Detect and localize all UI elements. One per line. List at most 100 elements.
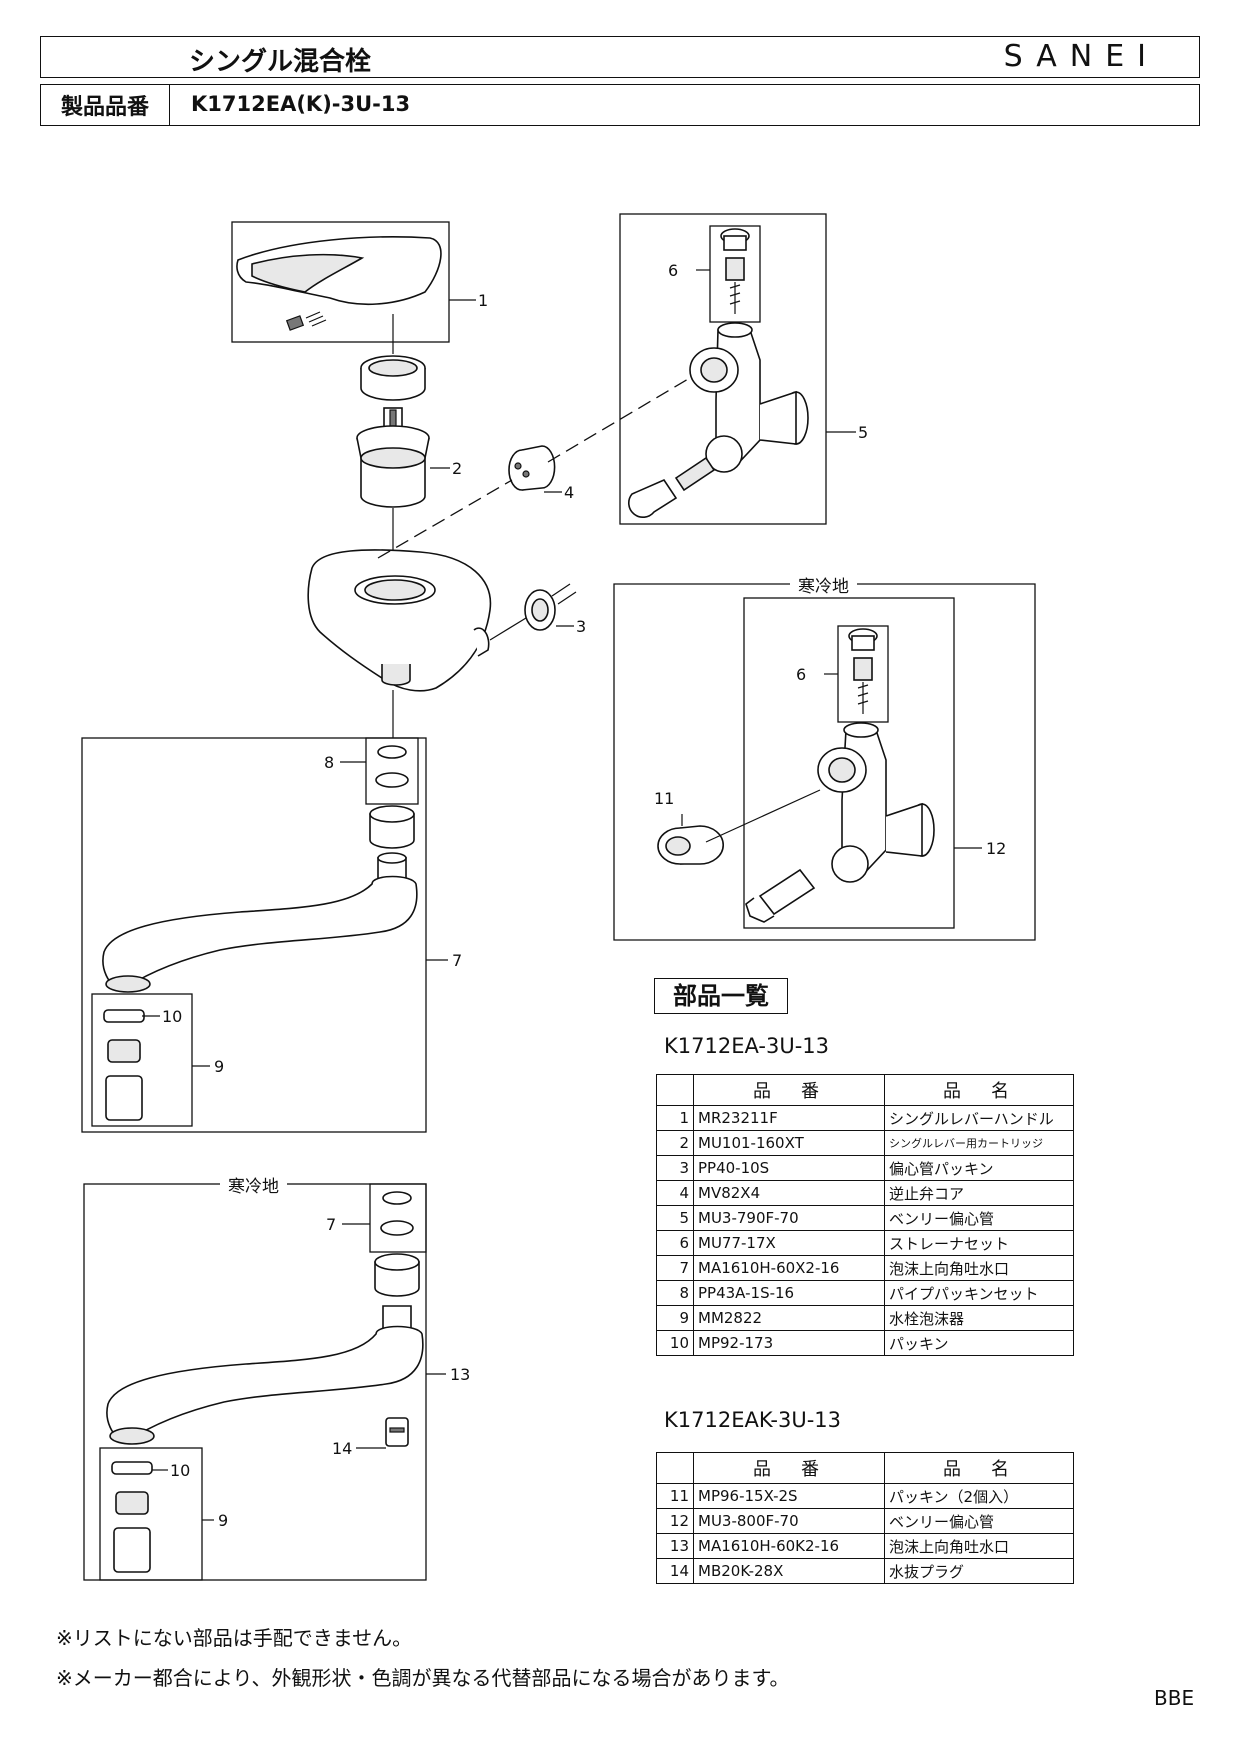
part-index: 11 <box>656 1483 694 1509</box>
header-part-number: 品 番 <box>693 1074 885 1106</box>
table-2-caption: K1712EAK-3U-13 <box>664 1408 842 1432</box>
part-number: MM2822 <box>693 1305 885 1331</box>
cold-aerator <box>111 1461 153 1573</box>
part-number: MU77-17X <box>693 1230 885 1256</box>
header-no <box>656 1074 694 1106</box>
eccentric-packing <box>524 589 556 631</box>
part-name: 泡沫上向角吐水口 <box>884 1255 1074 1281</box>
header-part-name: 品 名 <box>884 1074 1074 1106</box>
eccentric-pipe-box <box>619 213 827 525</box>
part-name: シングルレバー用カートリッジ <box>884 1130 1074 1156</box>
cold-strainer-set <box>848 628 878 714</box>
faucet-body <box>307 549 492 692</box>
eccentric-pipe <box>628 322 809 518</box>
part-index: 14 <box>656 1558 694 1584</box>
strainer-set <box>720 228 750 314</box>
cold-region-label-right: 寒冷地 <box>790 572 857 597</box>
part-name: ベンリー偏心管 <box>884 1508 1074 1534</box>
aerator-box <box>91 993 193 1127</box>
cold-spout <box>106 1191 424 1447</box>
parts-list-heading: 部品一覧 <box>654 978 788 1014</box>
pipe-packing-box <box>365 737 419 805</box>
header-part-number: 品 番 <box>693 1452 885 1484</box>
part-name: ストレーナセット <box>884 1230 1074 1256</box>
callout-10-cold: 10 <box>170 1461 190 1480</box>
callout-7: 7 <box>452 951 462 970</box>
callout-10: 10 <box>162 1007 182 1026</box>
part-name: シングルレバーハンドル <box>884 1105 1074 1131</box>
cap-ring <box>360 355 426 401</box>
cold-eccentric-box <box>743 597 955 929</box>
part-number: MA1610H-60K2-16 <box>693 1533 885 1559</box>
callout-8: 8 <box>324 753 334 772</box>
callout-5: 5 <box>858 423 868 442</box>
cold-eccentric-pipe <box>745 722 935 923</box>
aerator <box>103 1009 145 1121</box>
part-index: 5 <box>656 1205 694 1231</box>
part-number: MU3-790F-70 <box>693 1205 885 1231</box>
spout-box <box>81 737 427 1133</box>
cold-packing <box>657 825 724 865</box>
model-number: K1712EA(K)-3U-13 <box>191 92 411 116</box>
part-name: ベンリー偏心管 <box>884 1205 1074 1231</box>
callout-7-cold: 7 <box>326 1215 336 1234</box>
spout <box>102 745 418 993</box>
part-name: 水栓泡沫器 <box>884 1305 1074 1331</box>
product-title: シングル混合栓 <box>189 47 372 77</box>
part-name: 泡沫上向角吐水口 <box>884 1533 1074 1559</box>
part-index: 8 <box>656 1280 694 1306</box>
part-index: 9 <box>656 1305 694 1331</box>
table-header-row: 品 番 品 名 <box>656 1074 1074 1106</box>
brand-logo: SANEI <box>1003 39 1159 74</box>
part-number: MR23211F <box>693 1105 885 1131</box>
callout-14: 14 <box>332 1439 352 1458</box>
part-index: 2 <box>656 1130 694 1156</box>
strainer-box <box>709 225 761 323</box>
cold-aerator-box <box>99 1447 203 1581</box>
part-index: 13 <box>656 1533 694 1559</box>
callout-4: 4 <box>564 483 574 502</box>
part-name: 逆止弁コア <box>884 1180 1074 1206</box>
part-number: MP92-173 <box>693 1330 885 1356</box>
cold-region-box-right <box>613 583 1036 941</box>
callout-12: 12 <box>986 839 1006 858</box>
callout-1: 1 <box>478 291 488 310</box>
part-index: 1 <box>656 1105 694 1131</box>
model-label: 製品品番 <box>41 85 170 125</box>
part-number: MV82X4 <box>693 1180 885 1206</box>
table-header-row: 品 番 品 名 <box>656 1452 1074 1484</box>
part-index: 3 <box>656 1155 694 1181</box>
cold-region-label-left: 寒冷地 <box>220 1172 287 1197</box>
callout-2: 2 <box>452 459 462 478</box>
table-1-caption: K1712EA-3U-13 <box>664 1034 829 1058</box>
part-number: PP43A-1S-16 <box>693 1280 885 1306</box>
part-number: MB20K-28X <box>693 1558 885 1584</box>
callout-3: 3 <box>576 617 586 636</box>
part-number: PP40-10S <box>693 1155 885 1181</box>
part-index: 4 <box>656 1180 694 1206</box>
header-title-bar: シングル混合栓 SANEI <box>40 36 1200 78</box>
cold-pipe-packing-box <box>369 1183 427 1253</box>
part-name: 水抜プラグ <box>884 1558 1074 1584</box>
part-number: MA1610H-60X2-16 <box>693 1255 885 1281</box>
header-part-name: 品 名 <box>884 1452 1074 1484</box>
cartridge <box>356 407 430 508</box>
part-name: パイプパッキンセット <box>884 1280 1074 1306</box>
part-index: 6 <box>656 1230 694 1256</box>
callout-6-cold: 6 <box>796 665 806 684</box>
part-number: MP96-15X-2S <box>693 1483 885 1509</box>
part-number: MU3-800F-70 <box>693 1508 885 1534</box>
